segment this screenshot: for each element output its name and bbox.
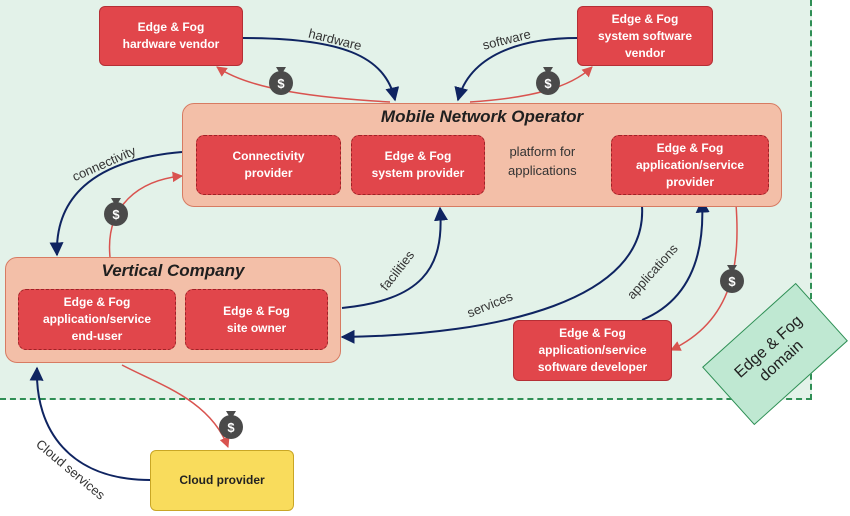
services-arrow [340, 205, 644, 344]
pay-software-arrow [469, 66, 593, 103]
svg-text:$: $ [277, 76, 285, 91]
money-bag-icon: $ [104, 198, 128, 226]
svg-text:$: $ [544, 76, 552, 91]
pay-cloud-arrow [121, 364, 230, 448]
software-vendor-node: Edge & Fog system software vendor [577, 6, 713, 66]
cloud-services-arrow [29, 366, 151, 481]
platform-label: platform for applications [508, 144, 577, 178]
hardware-vendor-node: Edge & Fog hardware vendor [99, 6, 243, 66]
svg-text:$: $ [728, 274, 736, 289]
site-owner-node: Edge & Fog site owner [185, 289, 328, 350]
svg-text:$: $ [227, 420, 235, 435]
connectivity-provider-node: Connectivity provider [196, 135, 341, 195]
money-bag-icon: $ [219, 411, 243, 439]
end-user-node: Edge & Fog application/service end-user [18, 289, 176, 350]
system-provider-node: Edge & Fog system provider [351, 135, 485, 195]
pay-hardware-arrow [216, 66, 391, 103]
pay-connectivity-arrow [108, 171, 184, 258]
vertical-company-title: Vertical Company [101, 261, 245, 280]
money-bag-icon: $ [536, 67, 560, 95]
software-developer-node: Edge & Fog application/service software … [513, 320, 672, 381]
mno-title: Mobile Network Operator [380, 107, 584, 126]
facilities-arrow [341, 206, 448, 309]
application-provider-node: Edge & Fog application/service provider [611, 135, 769, 195]
money-bag-icon: $ [269, 67, 293, 95]
money-bag-icon: $ [720, 265, 744, 293]
connectivity-arrow [49, 151, 183, 257]
applications-arrow [641, 198, 710, 321]
software-arrow [454, 37, 579, 102]
svg-text:$: $ [112, 207, 120, 222]
cloud-provider-node: Cloud provider [150, 450, 294, 511]
hardware-arrow [242, 37, 400, 102]
